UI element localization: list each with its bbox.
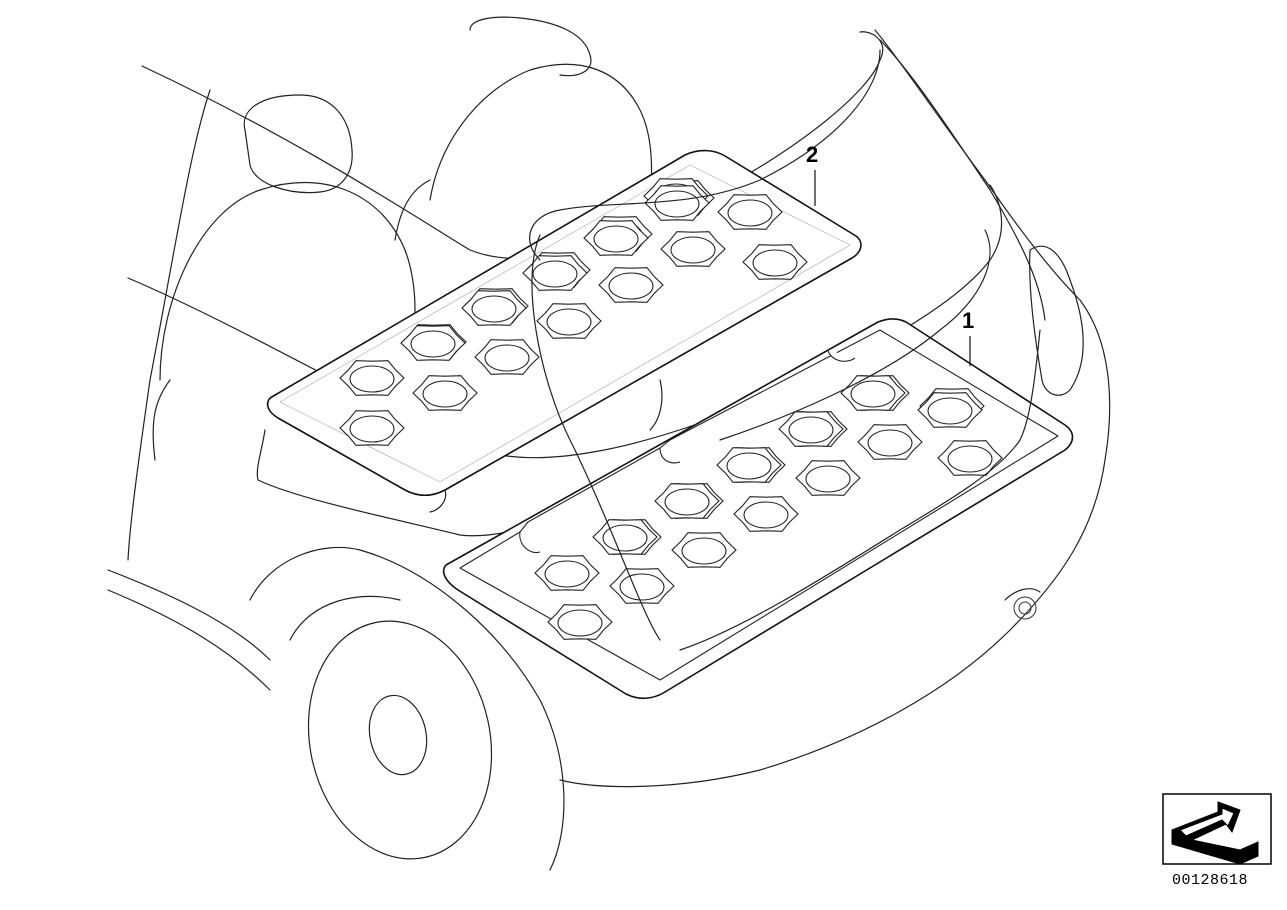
pocket-recess: [546, 308, 592, 336]
pocket-recess: [743, 501, 789, 529]
pocket-recess: [619, 573, 665, 601]
pocket-recess: [532, 260, 578, 288]
pocket-recess: [349, 415, 395, 443]
reference-number: 00128618: [1172, 872, 1248, 889]
pocket-recess: [654, 190, 700, 218]
pocket-recess: [867, 429, 913, 457]
pocket-recess: [471, 295, 517, 323]
pocket-recess: [681, 537, 727, 565]
pocket-recess: [349, 365, 395, 393]
callout-part-1: 1: [962, 308, 974, 333]
pocket-recess: [557, 609, 603, 637]
pocket-recess: [947, 445, 993, 473]
pocket-recess: [484, 344, 530, 372]
frame-overlay-lines: [529, 49, 1041, 651]
pocket-recess: [422, 380, 468, 408]
callout-part-2: 2: [806, 142, 818, 167]
tray-pockets: [339, 178, 1003, 640]
pocket-recess: [664, 488, 710, 516]
pocket-recess: [752, 249, 798, 277]
pocket-recess: [593, 225, 639, 253]
direction-arrow-icon: [1162, 793, 1272, 865]
pocket-recess: [805, 465, 851, 493]
pocket-recess: [850, 380, 896, 408]
pocket-recess: [608, 272, 654, 300]
pocket-recess: [927, 397, 973, 425]
pocket-recess: [602, 524, 648, 552]
pocket-recess: [410, 330, 456, 358]
pocket-recess: [788, 416, 834, 444]
pocket-recess: [727, 199, 773, 227]
pocket-recess: [544, 560, 590, 588]
pocket-recess: [726, 452, 772, 480]
pocket-recess: [670, 236, 716, 264]
